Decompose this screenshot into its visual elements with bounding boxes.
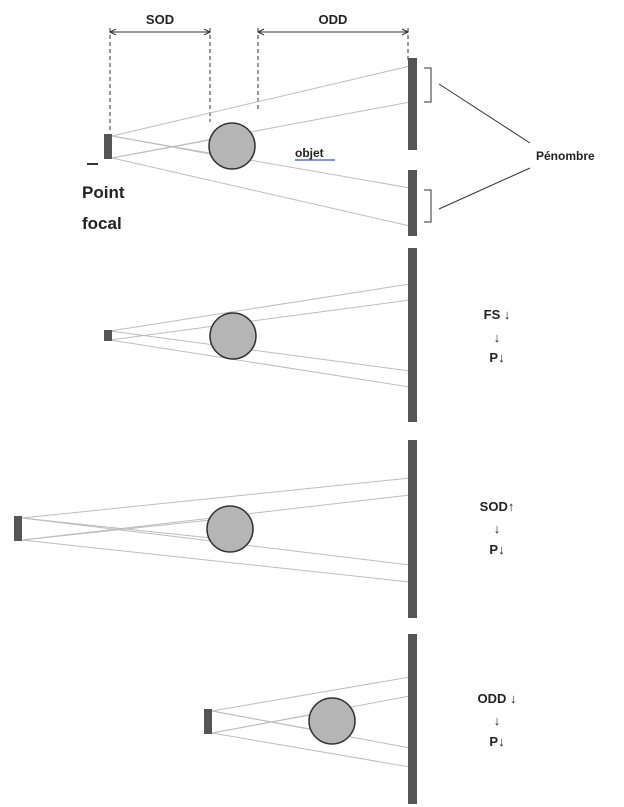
- rays-2: [109, 283, 411, 388]
- focal-spot-1: [104, 134, 112, 159]
- penumbra-brackets: [424, 67, 531, 223]
- focal-spot-4: [204, 709, 212, 734]
- detector-2: [408, 248, 417, 422]
- penombre-label: Pénombre: [536, 149, 595, 163]
- detector-1-lower: [408, 170, 417, 236]
- panel-1: SOD ODD objet: [82, 12, 595, 236]
- panel-4: ODD ↓ ↓ P↓: [204, 634, 517, 804]
- panel-2: FS ↓ ↓ P↓: [104, 248, 510, 422]
- panel-3-cause: SOD↑: [480, 499, 515, 514]
- panel-2-effect: P↓: [489, 350, 504, 365]
- focal-spot-2: [104, 330, 112, 341]
- object-1: [208, 122, 256, 170]
- panel-2-arrow: ↓: [494, 330, 501, 345]
- object-3: [206, 505, 254, 553]
- panel-3: SOD↑ ↓ P↓: [14, 440, 514, 618]
- point-focal-label-line1: Point: [82, 183, 125, 202]
- panel-4-cause: ODD ↓: [478, 691, 517, 706]
- detector-3: [408, 440, 417, 618]
- sod-label: SOD: [146, 12, 174, 27]
- panel-3-arrow: ↓: [494, 521, 501, 536]
- panel-4-arrow: ↓: [494, 713, 501, 728]
- panel-2-cause: FS ↓: [484, 307, 511, 322]
- detector-1-upper: [408, 58, 417, 150]
- panel-3-effect: P↓: [489, 542, 504, 557]
- focal-spot-3: [14, 516, 22, 541]
- odd-dimension: [256, 28, 410, 112]
- objet-label: objet: [295, 146, 324, 160]
- object-4: [308, 697, 356, 745]
- point-focal-label-line2: focal: [82, 214, 122, 233]
- odd-label: ODD: [319, 12, 348, 27]
- rays-1: [111, 65, 411, 227]
- detector-4: [408, 634, 417, 804]
- panel-4-effect: P↓: [489, 734, 504, 749]
- focal-spot-marker: [87, 163, 98, 165]
- object-2: [209, 312, 257, 360]
- sod-dimension: [108, 28, 212, 132]
